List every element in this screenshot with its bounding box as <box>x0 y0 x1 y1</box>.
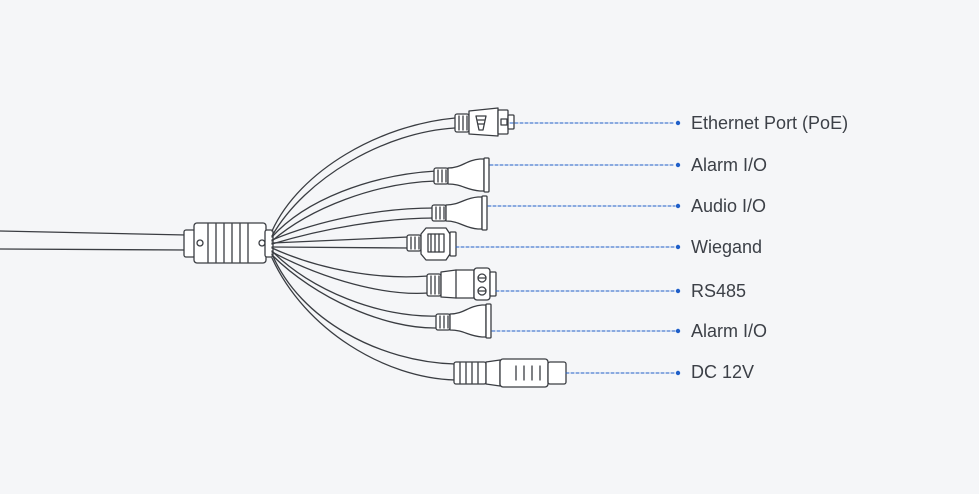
ethernet-connector <box>454 107 515 137</box>
label-wiegand: Wiegand <box>691 237 763 257</box>
label-alarm-io-1: Alarm I/O <box>691 155 768 175</box>
dc-power-connector <box>453 358 567 388</box>
label-ethernet-port: Ethernet Port (PoE) <box>691 113 849 133</box>
leader-dots <box>675 120 681 376</box>
branch-wires <box>271 117 456 381</box>
label-audio-io: Audio I/O <box>691 196 767 216</box>
audio-io-connector <box>431 195 488 231</box>
label-dc-12v: DC 12V <box>691 362 755 382</box>
main-cable <box>0 230 187 251</box>
rs485-connector <box>426 267 497 301</box>
wiegand-connector <box>406 227 457 261</box>
splitter-hub <box>183 222 274 264</box>
alarm-io-connector-1 <box>433 157 490 193</box>
leader-lines <box>455 122 676 374</box>
alarm-io-connector-2 <box>435 303 492 339</box>
label-alarm-io-2: Alarm I/O <box>691 321 768 341</box>
label-rs485: RS485 <box>691 281 747 301</box>
